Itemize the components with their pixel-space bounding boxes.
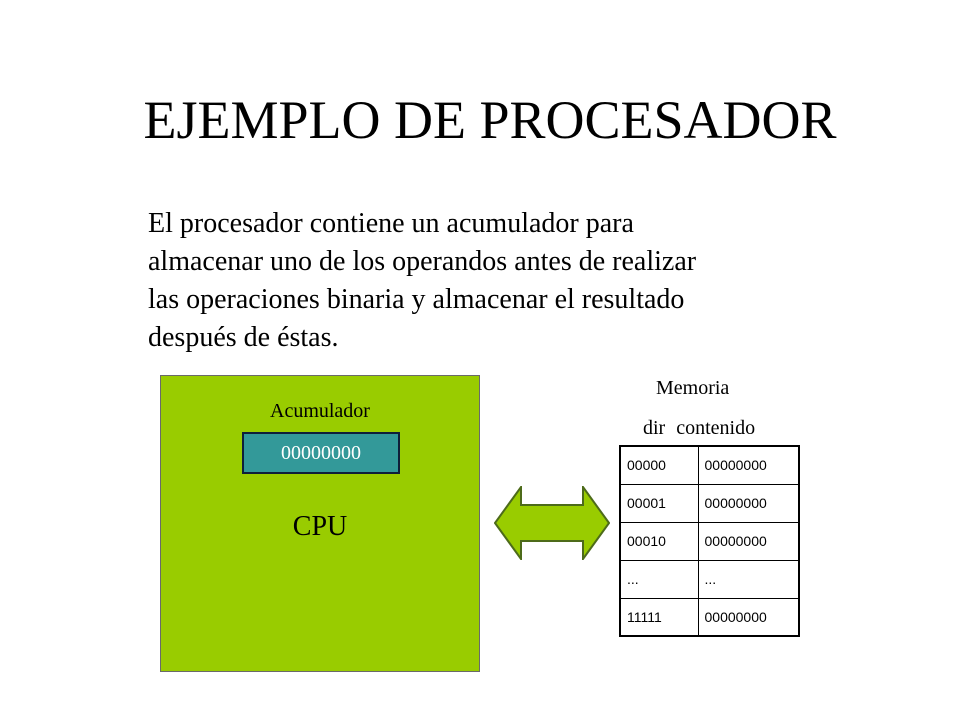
memory-column-header: dir contenido <box>643 415 755 441</box>
double-headed-arrow-icon <box>494 486 610 560</box>
memory-table: 00000 00000000 00001 00000000 00010 0000… <box>619 445 800 637</box>
description-paragraph: El procesador contiene un acumulador par… <box>148 205 808 357</box>
memory-address: 11111 <box>619 597 699 637</box>
column-header-dir: dir <box>643 417 666 439</box>
arrow-shape <box>494 486 610 560</box>
memory-address: 00010 <box>619 521 699 561</box>
memory-address: 00001 <box>619 483 699 523</box>
memory-content: 00000000 <box>697 597 800 637</box>
description-line: El procesador contiene un acumulador par… <box>148 208 634 239</box>
cpu-block <box>160 375 480 672</box>
cpu-label: CPU <box>292 511 348 542</box>
description-line: almacenar uno de los operandos antes de … <box>148 246 697 277</box>
memory-address: 00000 <box>619 445 699 485</box>
memory-address: ... <box>619 559 699 599</box>
accumulator-label: Acumulador <box>270 400 370 422</box>
slide-title: EJEMPLO DE PROCESADOR <box>143 90 837 150</box>
accumulator-register: 00000000 <box>242 432 400 474</box>
table-row: ... ... <box>619 559 800 599</box>
column-header-content: contenido <box>676 417 756 439</box>
table-row: 00001 00000000 <box>619 483 800 523</box>
memory-content: ... <box>697 559 800 599</box>
description-line: las operaciones binaria y almacenar el r… <box>148 284 685 315</box>
table-row: 11111 00000000 <box>619 597 800 637</box>
memory-content: 00000000 <box>697 483 800 523</box>
table-row: 00000 00000000 <box>619 445 800 485</box>
memory-content: 00000000 <box>697 521 800 561</box>
memory-content: 00000000 <box>697 445 800 485</box>
memory-title: Memoria <box>656 377 730 399</box>
description-line: después de éstas. <box>148 322 339 353</box>
table-row: 00010 00000000 <box>619 521 800 561</box>
